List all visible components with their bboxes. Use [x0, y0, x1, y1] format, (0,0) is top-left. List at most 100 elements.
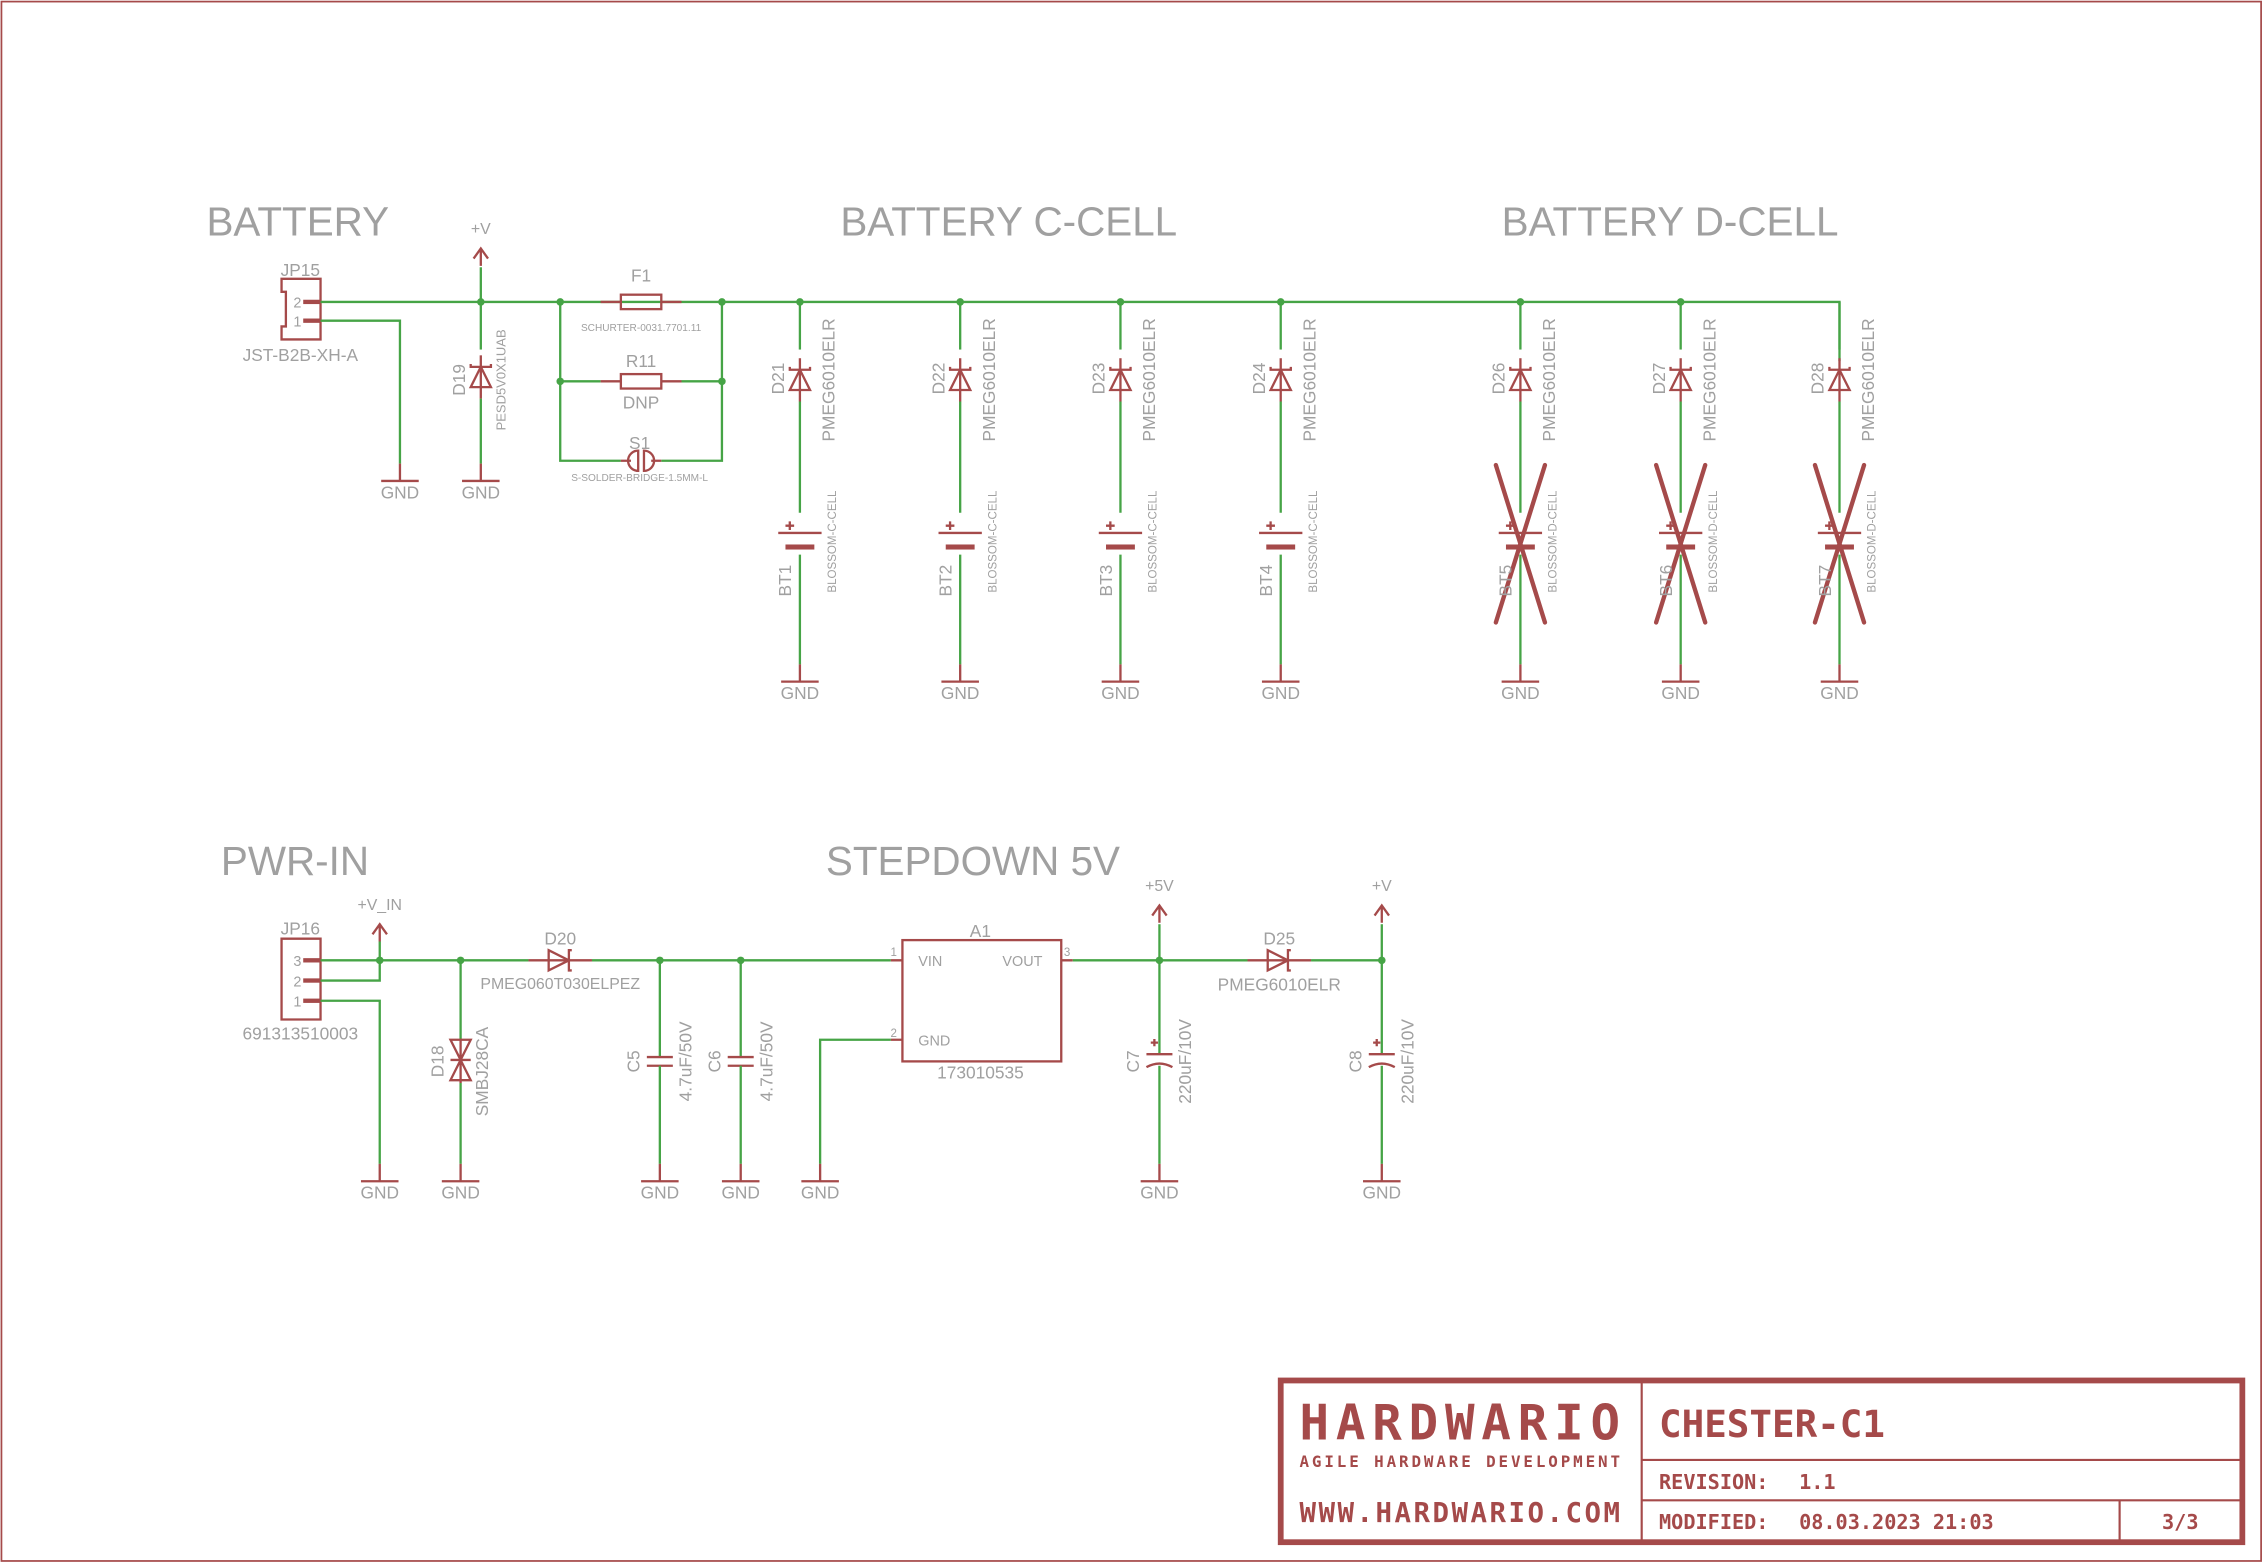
- symbol-shape: [1266, 948, 1291, 973]
- wire: [320, 941, 381, 982]
- part-value: BLOSSOM-C-CELL: [1308, 490, 1320, 593]
- symbol-shape: [567, 949, 572, 972]
- section-c-cell: BATTERY C-CELL: [840, 198, 1177, 244]
- solder-bridge-s1: S1S-SOLDER-BRIDGE-1.5MM-L: [571, 433, 708, 484]
- ref-designator: D28: [1808, 363, 1828, 395]
- symbol-shape: [1109, 366, 1132, 371]
- revision-value: 1.1: [1799, 1470, 1836, 1494]
- gnd-label: GND: [360, 1183, 398, 1203]
- ref-designator: BT3: [1096, 565, 1116, 597]
- symbol-shape: [381, 463, 419, 483]
- power-label: +5V: [1145, 878, 1174, 895]
- symbol-shape: [1151, 903, 1168, 923]
- symbol-shape: [441, 1163, 480, 1183]
- dnp-cross: [1812, 462, 1867, 625]
- symbol-shape: [727, 1055, 754, 1067]
- pin-number: 2: [293, 974, 301, 990]
- gnd-label: GND: [781, 683, 819, 703]
- wire: [320, 999, 381, 1164]
- gnd-label: GND: [1261, 683, 1299, 703]
- symbol-shape: [1268, 367, 1293, 392]
- part-value: PMEG6010ELR: [1539, 318, 1559, 441]
- ref-designator: D27: [1649, 363, 1669, 395]
- symbol-shape: [1266, 521, 1275, 531]
- modified-value: 08.03.2023 21:03: [1799, 1510, 1994, 1534]
- revision-label: REVISION:: [1659, 1470, 1768, 1494]
- ref-designator: BT4: [1256, 564, 1276, 596]
- ref-designator: D22: [928, 363, 948, 395]
- junction: [375, 956, 384, 965]
- symbol-shape: [462, 463, 500, 483]
- symbol-shape: [468, 364, 493, 389]
- ref-designator: C7: [1123, 1050, 1143, 1072]
- symbol-shape: [280, 277, 322, 341]
- part-value: 4.7uF/50V: [676, 1021, 696, 1101]
- symbol-shape: [280, 937, 322, 1021]
- symbol-shape: [948, 366, 972, 371]
- symbol-shape: [1106, 521, 1115, 531]
- ref-designator: D18: [427, 1046, 447, 1078]
- symbol-shape: [721, 1163, 760, 1183]
- modified-label: MODIFIED:: [1659, 1510, 1768, 1534]
- part-value: S-SOLDER-BRIDGE-1.5MM-L: [571, 473, 708, 484]
- symbol-shape: [1508, 367, 1533, 392]
- gnd-label: GND: [1501, 683, 1539, 703]
- pin-label: GND: [918, 1034, 950, 1050]
- symbol-shape: [1661, 664, 1700, 683]
- ref-designator: D20: [544, 928, 576, 948]
- gnd-label: GND: [801, 1183, 839, 1203]
- wire: [320, 319, 402, 464]
- symbol-shape: [641, 1163, 679, 1183]
- part-value: SCHURTER-0031.7701.11: [581, 323, 702, 334]
- power-label: +V: [1372, 878, 1392, 895]
- symbol-shape: [1286, 949, 1291, 972]
- part-value: BLOSSOM-D-CELL: [1867, 490, 1879, 593]
- input-net: [320, 956, 891, 965]
- symbol-shape: [646, 1055, 673, 1067]
- part-value: PMEG6010ELR: [1139, 318, 1159, 441]
- part-value: PMEG6010ELR: [1858, 318, 1878, 441]
- part-value: BLOSSOM-C-CELL: [827, 490, 839, 593]
- part-value: PMEG6010ELR: [1699, 318, 1719, 441]
- battery-plate: [1266, 544, 1296, 550]
- ref-designator: D19: [449, 364, 469, 396]
- symbol-shape: [1368, 1062, 1396, 1069]
- part-value: BLOSSOM-D-CELL: [1708, 490, 1720, 593]
- part-value: PESD5V0X1UAB: [493, 329, 508, 430]
- symbol-shape: [360, 1163, 399, 1183]
- hardwario-logo: HARDWARIO: [1299, 1394, 1620, 1452]
- part-value: PMEG060T030ELPEZ: [480, 976, 640, 993]
- symbol-shape: [948, 367, 973, 392]
- pin-number: 3: [293, 954, 301, 970]
- symbol-shape: [1140, 1163, 1179, 1183]
- ref-designator: BT5: [1496, 565, 1516, 597]
- dnp-cross: [1653, 462, 1708, 625]
- diode-d19: GND D19 PESD5V0X1UAB: [449, 301, 508, 502]
- wire: [818, 1038, 891, 1164]
- wire: [661, 301, 724, 462]
- wire: [320, 300, 1841, 362]
- pin-number: 1: [891, 947, 897, 959]
- ref-designator: F1: [631, 266, 651, 286]
- gnd-label: GND: [462, 482, 500, 502]
- power-label: +V: [471, 221, 491, 238]
- ref-designator: R11: [626, 351, 656, 371]
- section-pwr-in: PWR-IN: [221, 838, 369, 884]
- part-value: BLOSSOM-C-CELL: [987, 490, 999, 593]
- symbol-shape: [1269, 366, 1292, 371]
- part-value: PMEG6010ELR: [1299, 318, 1319, 441]
